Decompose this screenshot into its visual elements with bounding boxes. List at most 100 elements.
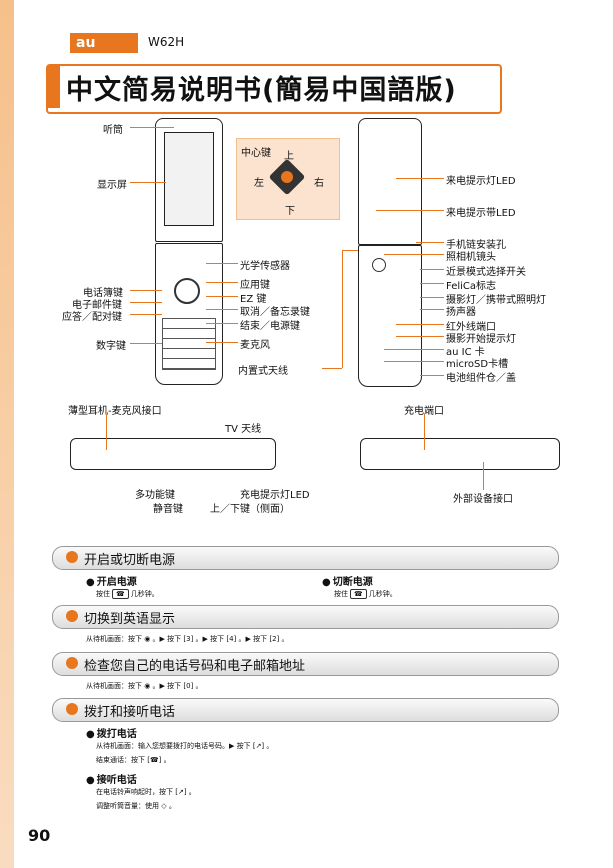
phone-back-bottom [358,245,422,387]
subheading: 拨打电话 [86,725,137,740]
instruction: 在电话铃声响起时，按下 [↗] 。 [96,788,196,796]
label-microphone: 麦克风 [240,340,270,351]
leader [420,269,444,270]
label-speaker: 扬声器 [446,307,476,318]
label-mail-key: 电子邮件键 [72,300,122,311]
model-name: W62H [148,35,185,49]
label-answer-key: 应答／配对键 [62,312,122,323]
section-calls [52,698,559,722]
leader [396,178,444,179]
leader [424,414,425,450]
phone-keypad [162,318,216,370]
label-phonebook-key: 电话簿键 [83,288,123,299]
section-power [52,546,559,570]
leader [130,314,162,315]
subheading: 接听电话 [86,771,137,786]
label-microsd-slot: microSD卡槽 [446,359,509,370]
label-number-keys: 数字键 [96,341,126,352]
leader [206,282,238,283]
bullet-icon [66,551,78,563]
leader [130,127,174,128]
phone-screen [164,132,214,226]
label-optical-sensor: 光学传感器 [240,261,290,272]
label-incoming-band-led: 来电提示带LED [446,208,516,219]
label-antenna: 内置式天线 [238,366,288,377]
leader [396,336,444,337]
label-felica: FeliCa标志 [446,281,497,292]
label-photo-light: 摄影灯／携带式照明灯 [446,295,546,306]
instruction: 从待机画面：按下 ◉ 。▶ 按下 [3] 。▶ 按下 [4] 。▶ 按下 [2]… [86,635,289,643]
leader [483,462,484,490]
label-infrared-port: 红外线端口 [446,322,496,333]
instruction: 结束通话：按下 [☎] 。 [96,756,171,764]
leader [206,296,238,297]
leader [322,368,342,369]
label-headset-jack: 薄型耳机-麦克风接口 [68,406,162,417]
phone-side-right [360,438,560,470]
leader [384,254,444,255]
instruction: 按住☎几秒钟。 [334,589,397,599]
leader [130,182,166,183]
section-title: 切换到英语显示 [84,612,176,627]
label-ez-key: EZ 键 [240,294,267,305]
leader [206,342,238,343]
leader [130,343,162,344]
leader [396,324,444,325]
label-camera-lens: 照相机镜头 [446,252,496,263]
label-shoot-indicator: 摄影开始提示灯 [446,334,516,345]
label-mute-key: 静音键 [153,504,183,515]
label-cancel-key: 取消／备忘录键 [240,307,310,318]
label-earpiece: 听筒 [103,125,123,136]
label-au-ic-card: au IC 卡 [446,347,485,358]
label-external-port: 外部设备接口 [453,494,513,505]
phone-side-left [70,438,276,470]
dpad-down: 下 [285,206,295,217]
bullet-icon [66,703,78,715]
label-macro-switch: 近景模式选择开关 [446,267,526,278]
instruction: 从待机画面：按下 ◉ 。▶ 按下 [0] 。 [86,682,203,690]
label-app-key: 应用键 [240,280,270,291]
leader [420,309,444,310]
dpad-center-dot [281,171,293,183]
leader [376,210,444,211]
label-charge-port: 充电端口 [404,406,444,417]
leader [206,323,238,324]
section-title: 开启或切断电源 [84,553,176,568]
label-charge-led: 充电提示灯LED [240,490,310,501]
leader [384,349,444,350]
subheading: 切断电源 [322,573,373,588]
title-accent [48,66,60,108]
label-end-key: 结束／电源键 [240,321,300,332]
leader [416,242,444,243]
section-title: 拨打和接听电话 [84,705,176,720]
leader [420,297,444,298]
instruction: 按住☎几秒钟。 [96,589,159,599]
label-battery-cover: 电池组件仓／盖 [446,373,516,384]
label-multi-key: 多功能键 [135,490,175,501]
phone-back-top [358,118,422,245]
dpad-left: 左 [254,178,264,189]
leader [130,290,162,291]
instruction: 从待机画面：输入您想要拨打的电话号码。▶ 按下 [↗] 。 [96,742,274,750]
section-title: 检查您自己的电话号码和电子邮箱地址 [84,659,306,674]
label-tv-antenna: TV 天线 [225,424,262,435]
leader [206,263,238,264]
subheading: 开启电源 [86,573,137,588]
leader [206,309,238,310]
bullet-icon [66,610,78,622]
dpad-right: 右 [314,178,324,189]
leader [342,250,343,368]
leader [342,250,372,251]
side-stripe [0,0,14,868]
leader [384,361,444,362]
instruction: 调整听筒音量：使用 ◇ 。 [96,802,176,810]
brand-logo: au [70,33,138,53]
label-display: 显示屏 [97,180,127,191]
leader [130,302,162,303]
phone-center-key [174,278,200,304]
label-incoming-led: 来电提示灯LED [446,176,516,187]
phone-camera [372,258,386,272]
leader [420,375,444,376]
dpad-label: 中心键 [241,148,271,159]
title-frame [46,64,502,114]
